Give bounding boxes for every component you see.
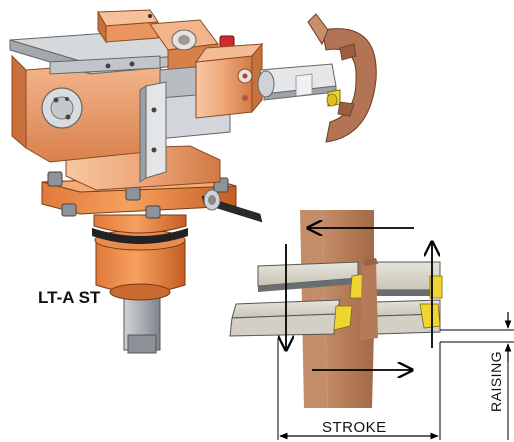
tool-body xyxy=(9,9,341,354)
raising-label: RAISING xyxy=(488,350,504,412)
stroke-label: STROKE xyxy=(322,419,387,436)
stroke-raising-diagram xyxy=(229,210,514,440)
model-label: LT-A ST xyxy=(38,288,101,307)
bevelling-ring xyxy=(307,13,377,143)
